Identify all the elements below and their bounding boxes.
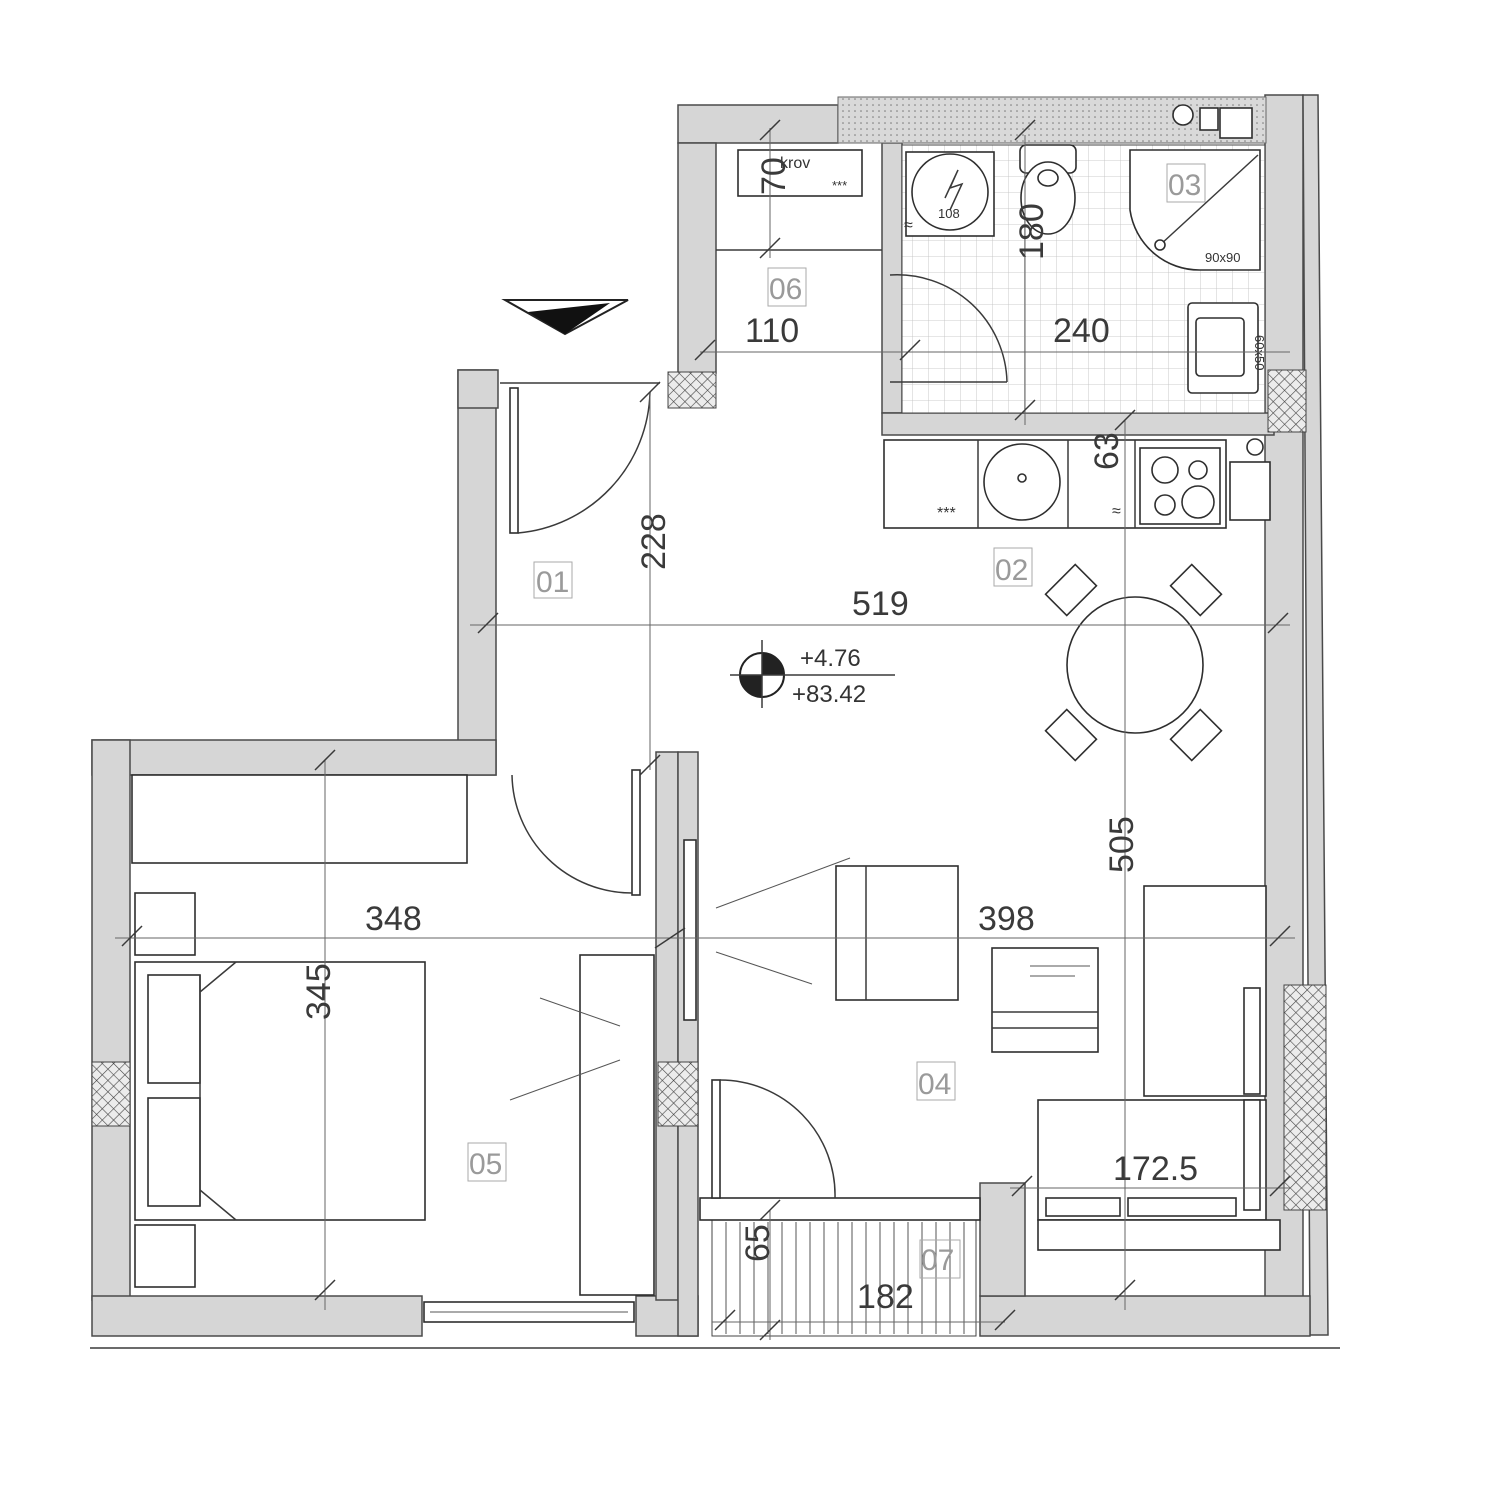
room-07: 07 — [921, 1244, 954, 1277]
dim-sofa-width: 172.5 — [1113, 1150, 1198, 1188]
room-04: 04 — [918, 1068, 951, 1101]
dim-bath-width: 240 — [1053, 312, 1110, 350]
room-05: 05 — [469, 1148, 502, 1181]
dim-living-lower-width: 398 — [978, 900, 1035, 938]
living-furniture — [715, 857, 1281, 1251]
room-03: 03 — [1168, 169, 1201, 202]
dim-balcony-width: 182 — [857, 1278, 914, 1316]
boiler-size: 108 — [938, 206, 960, 221]
dimension-ticks — [121, 119, 1291, 1341]
bathroom-fixtures: 108 ≈ 90x90 60x50 — [904, 104, 1267, 394]
balcony-door-frame — [699, 1197, 981, 1221]
dim-entry-height: 228 — [635, 513, 673, 570]
dim-bedroom-width: 348 — [365, 900, 422, 938]
dining-table — [1044, 563, 1223, 762]
dim-balcony-depth: 65 — [739, 1224, 777, 1262]
sink-size: 60x50 — [1252, 335, 1267, 370]
dim-living-width: 519 — [852, 585, 909, 623]
approx-kitchen: ≈ — [1112, 503, 1121, 520]
approx-bath: ≈ — [904, 217, 913, 234]
dimension-lines — [115, 128, 1295, 1340]
room-01: 01 — [536, 566, 569, 599]
level-relative: +4.76 — [800, 645, 861, 672]
roof-label: krov — [780, 155, 810, 172]
roof-stars: *** — [832, 178, 847, 193]
dim-kitchen-depth: 63 — [1088, 432, 1126, 470]
dim-bath-height: 180 — [1013, 203, 1051, 260]
room-02: 02 — [995, 554, 1028, 587]
room-labels: 01 02 03 04 05 06 07 — [467, 163, 1206, 1279]
level-absolute: +83.42 — [792, 681, 866, 708]
roof-box — [737, 149, 863, 197]
roof-strip — [837, 96, 1267, 144]
dim-wc-height: 70 — [755, 157, 793, 195]
dim-living-depth: 505 — [1103, 816, 1141, 873]
kitchen-counter: *** ≈ — [883, 438, 1271, 529]
level-marker: +4.76 +83.42 — [730, 640, 895, 708]
shower-size: 90x90 — [1205, 250, 1240, 265]
dim-wc-width: 110 — [745, 312, 799, 350]
kitchen-stars: *** — [937, 505, 956, 522]
hatched-columns — [91, 369, 1327, 1211]
north-arrow — [501, 299, 629, 336]
dim-bedroom-height: 345 — [300, 963, 338, 1020]
room-06: 06 — [769, 273, 802, 306]
balcony-slats — [725, 1222, 965, 1334]
bedroom-furniture — [131, 774, 655, 1296]
walls — [91, 94, 1329, 1337]
doors — [423, 274, 1008, 1323]
